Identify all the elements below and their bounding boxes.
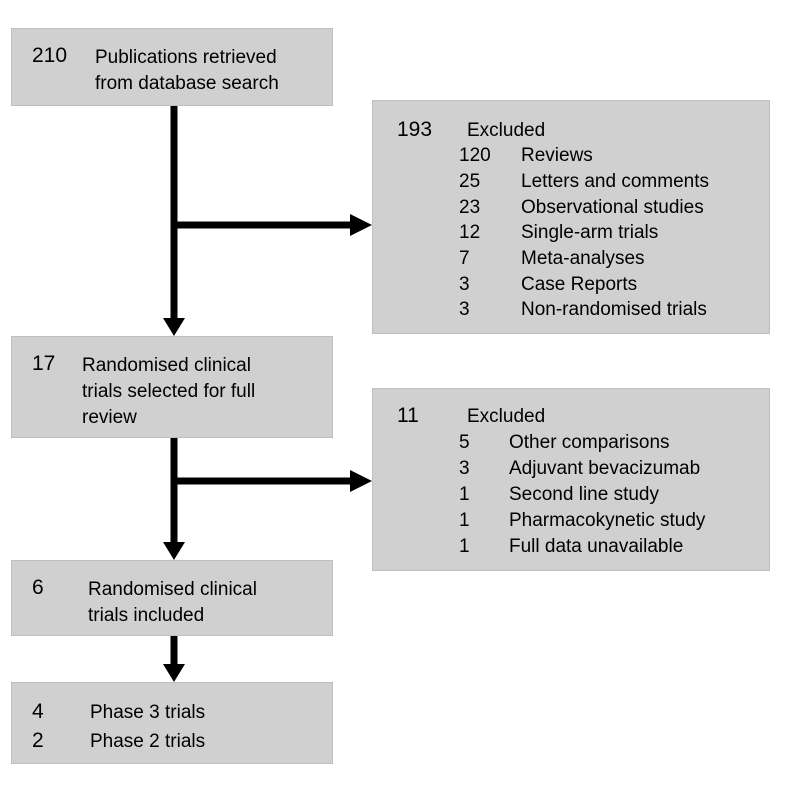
excluded-2-item-count: 5: [459, 432, 470, 453]
excluded-2-item-label: Second line study: [509, 484, 659, 505]
excluded-box-2: 11 Excluded 5 Other comparisons 3 Adjuva…: [372, 388, 770, 571]
retrieved-box: 210 Publications retrieved from database…: [11, 28, 333, 106]
included-count: 6: [32, 576, 44, 599]
excluded-2-item-label: Pharmacokynetic study: [509, 510, 706, 531]
retrieved-line-2: from database search: [95, 73, 279, 94]
excluded-1-item-label: Letters and comments: [521, 171, 709, 192]
excluded-1-item-count: 25: [459, 171, 481, 192]
excluded-1-item-count: 3: [459, 299, 470, 320]
included-box: 6 Randomised clinical trials included: [11, 560, 333, 636]
excluded-1-item-count: 12: [459, 222, 481, 243]
selected-line-2: trials selected for full: [82, 381, 256, 402]
excluded-1-count: 193: [397, 118, 433, 141]
phase-item-count: 4: [32, 700, 44, 723]
selected-count: 17: [32, 352, 56, 375]
excluded-2-item-count: 1: [459, 510, 470, 531]
selected-box: 17 Randomised clinical trials selected f…: [11, 336, 333, 438]
excluded-2-item-label: Other comparisons: [509, 432, 670, 453]
excluded-1-item-label: Non-randomised trials: [521, 299, 707, 320]
arrowhead-included: [163, 542, 185, 560]
excluded-2-item-count: 3: [459, 458, 470, 479]
excluded-1-item-count: 120: [459, 145, 491, 166]
arrowhead-excluded-2: [350, 470, 372, 492]
excluded-2-count: 11: [397, 404, 419, 427]
selected-line-3: review: [82, 407, 137, 428]
excluded-1-item-label: Meta-analyses: [521, 248, 645, 269]
excluded-1-item-label: Case Reports: [521, 274, 638, 295]
retrieved-count: 210: [32, 44, 68, 67]
phase-item-count: 2: [32, 729, 44, 752]
excluded-1-item-label: Observational studies: [521, 197, 704, 218]
excluded-2-item-count: 1: [459, 484, 470, 505]
included-line-2: trials included: [88, 605, 205, 626]
phase-item-label: Phase 2 trials: [90, 731, 206, 752]
arrowhead-phases: [163, 664, 185, 682]
included-line-1: Randomised clinical: [88, 579, 257, 600]
excluded-2-label: Excluded: [467, 406, 546, 427]
excluded-2-item-count: 1: [459, 536, 470, 557]
excluded-1-label: Excluded: [467, 120, 546, 141]
selected-line-1: Randomised clinical: [82, 355, 251, 376]
excluded-1-item-label: Reviews: [521, 145, 593, 166]
phase-item-label: Phase 3 trials: [90, 702, 206, 723]
arrowhead-excluded-1: [350, 214, 372, 236]
retrieved-line-1: Publications retrieved: [95, 47, 277, 68]
excluded-1-item-count: 3: [459, 274, 470, 295]
excluded-2-item-label: Adjuvant bevacizumab: [509, 458, 701, 479]
excluded-1-item-count: 7: [459, 248, 470, 269]
excluded-1-item-count: 23: [459, 197, 481, 218]
excluded-1-item-label: Single-arm trials: [521, 222, 659, 243]
arrowhead-selected: [163, 318, 185, 336]
excluded-box-1: 193 Excluded 120 Reviews 25 Letters and …: [372, 100, 770, 334]
excluded-2-item-label: Full data unavailable: [509, 536, 684, 557]
phases-box: 4 Phase 3 trials 2 Phase 2 trials: [11, 682, 333, 764]
